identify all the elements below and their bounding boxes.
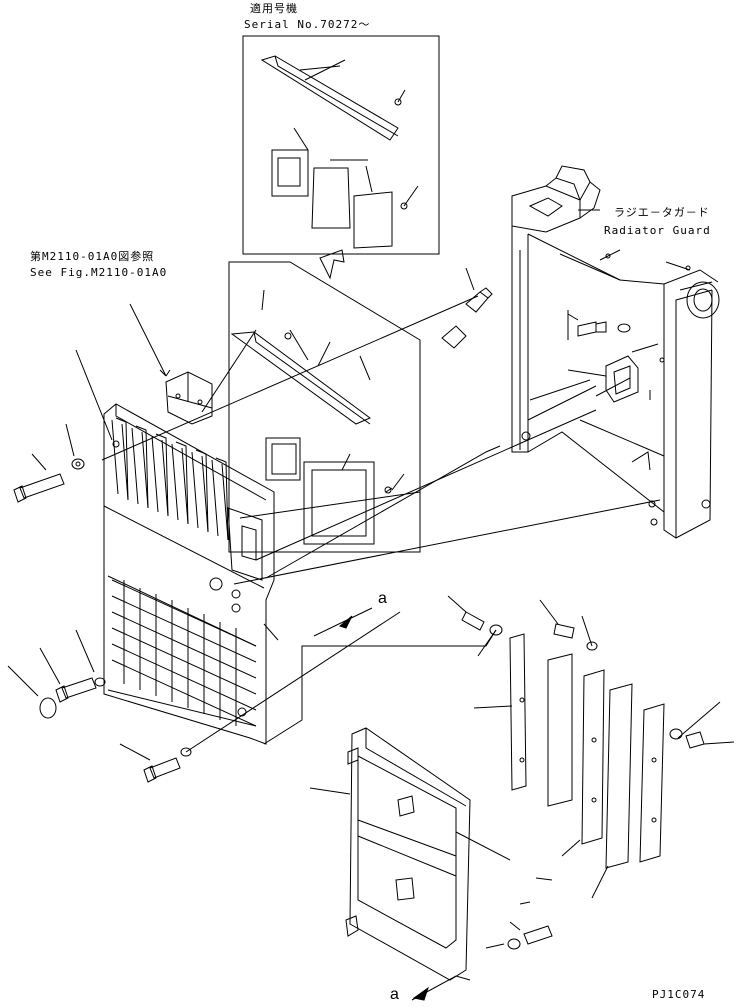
serial-inset-box — [243, 36, 439, 254]
arrow-label-a-upper: a — [378, 590, 387, 607]
serial-number: Serial No.70272～ — [244, 18, 371, 31]
leader-lines — [8, 296, 660, 760]
arrow-label-a-lower: a — [390, 986, 399, 1003]
radiator-guard-jp: ラジエ－タガ－ド — [614, 206, 710, 219]
serial-header: 適用号機 — [250, 2, 298, 15]
leader-arrow-icon — [130, 304, 170, 376]
frame-bracket — [568, 356, 638, 402]
left-bolts — [14, 459, 191, 782]
seal-strips — [510, 634, 664, 868]
top-bolt — [442, 268, 492, 348]
grille-top-bracket — [166, 372, 212, 424]
ref-en: See Fig.M2110-01A0 — [30, 266, 168, 279]
radiator-guard-frame — [512, 166, 719, 538]
direction-arrow-icon — [314, 608, 372, 636]
frame-bolt — [578, 322, 630, 336]
up-arrow-icon — [320, 250, 344, 278]
middle-panel-box — [229, 262, 420, 552]
radiator-guard-en: Radiator Guard — [604, 224, 711, 237]
lower-cover-panel — [346, 728, 470, 980]
direction-arrow-icon-2 — [412, 976, 470, 1000]
drawing-code: PJ1C074 — [652, 988, 706, 1001]
radiator-grille — [104, 404, 274, 744]
ref-jp: 第M2110-01A0図参照 — [30, 250, 155, 263]
lower-leader-lines — [310, 314, 734, 948]
